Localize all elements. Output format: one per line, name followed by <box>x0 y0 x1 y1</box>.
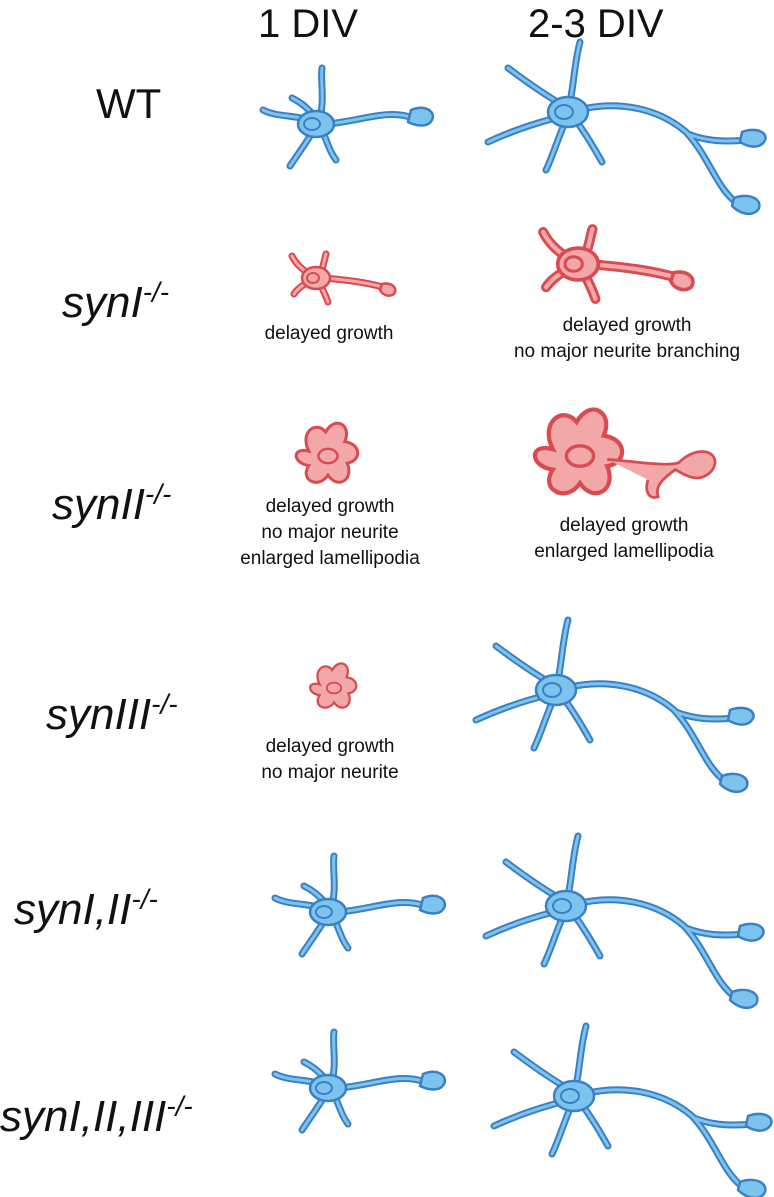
genotype-label-wt: WT <box>96 80 162 127</box>
neuron-syni-ii-2-3div <box>486 836 764 1008</box>
note-syni-1div: delayed growth <box>264 323 394 344</box>
neuron-syni-2-3div <box>543 229 693 299</box>
neuron-syniii-2-3div <box>476 620 754 792</box>
genotype-label-syni: synI-/- <box>62 276 170 327</box>
neuron-syniii-1div <box>309 662 358 709</box>
column-header-1div: 1 DIV <box>258 2 359 46</box>
neuron-synii-1div <box>294 421 360 484</box>
neuron-syni-1div <box>292 254 395 302</box>
neuron-syni-ii-1div <box>275 856 445 954</box>
neuron-wt-1div <box>263 68 433 166</box>
neuron-syni-ii-iii-2-3div <box>494 1026 772 1197</box>
genotype-label-syni-ii-iii: synI,II,III-/- <box>0 1090 193 1141</box>
neuron-wt-2-3div <box>488 42 766 214</box>
neuron-synii-2-3div <box>535 410 717 499</box>
genotype-label-syniii: synIII-/- <box>46 688 178 739</box>
column-header-2-3div: 2-3 DIV <box>528 2 664 46</box>
genotype-label-synii: synII-/- <box>52 478 172 529</box>
genotype-label-syni-ii: synI,II-/- <box>14 883 158 934</box>
neuron-syni-ii-iii-1div <box>275 1032 445 1130</box>
